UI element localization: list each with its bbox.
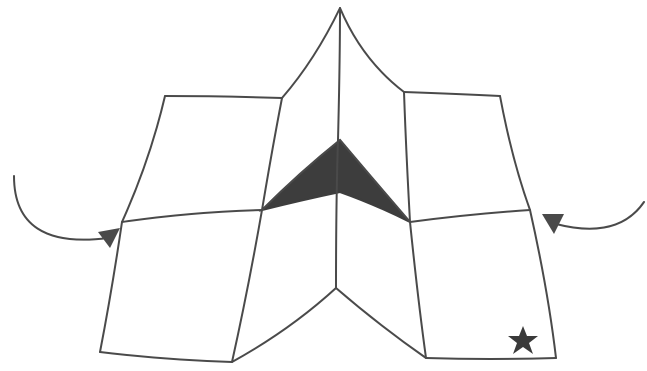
left-inner-fold	[232, 98, 282, 362]
right-horizontal-crease	[410, 210, 530, 222]
left-bottom-to-center	[232, 288, 336, 362]
right-inner-fold-lower	[410, 222, 426, 358]
left-outer-top	[122, 96, 165, 222]
peak-right-edge	[340, 8, 404, 92]
star-icon	[508, 326, 538, 354]
right-outer-top	[500, 96, 530, 210]
curved-arrow-left-icon	[542, 202, 644, 234]
left-bottom-edge	[100, 352, 232, 362]
left-top-edge	[165, 96, 282, 98]
peak-left-edge	[282, 8, 340, 98]
right-bottom-to-center	[336, 288, 426, 358]
right-bottom-edge	[426, 358, 556, 359]
right-inner-fold-upper	[404, 92, 410, 222]
curved-arrow-right-icon	[14, 176, 120, 248]
right-top-edge	[404, 92, 500, 96]
left-horizontal-crease	[122, 210, 262, 222]
right-outer-bottom	[530, 210, 556, 358]
